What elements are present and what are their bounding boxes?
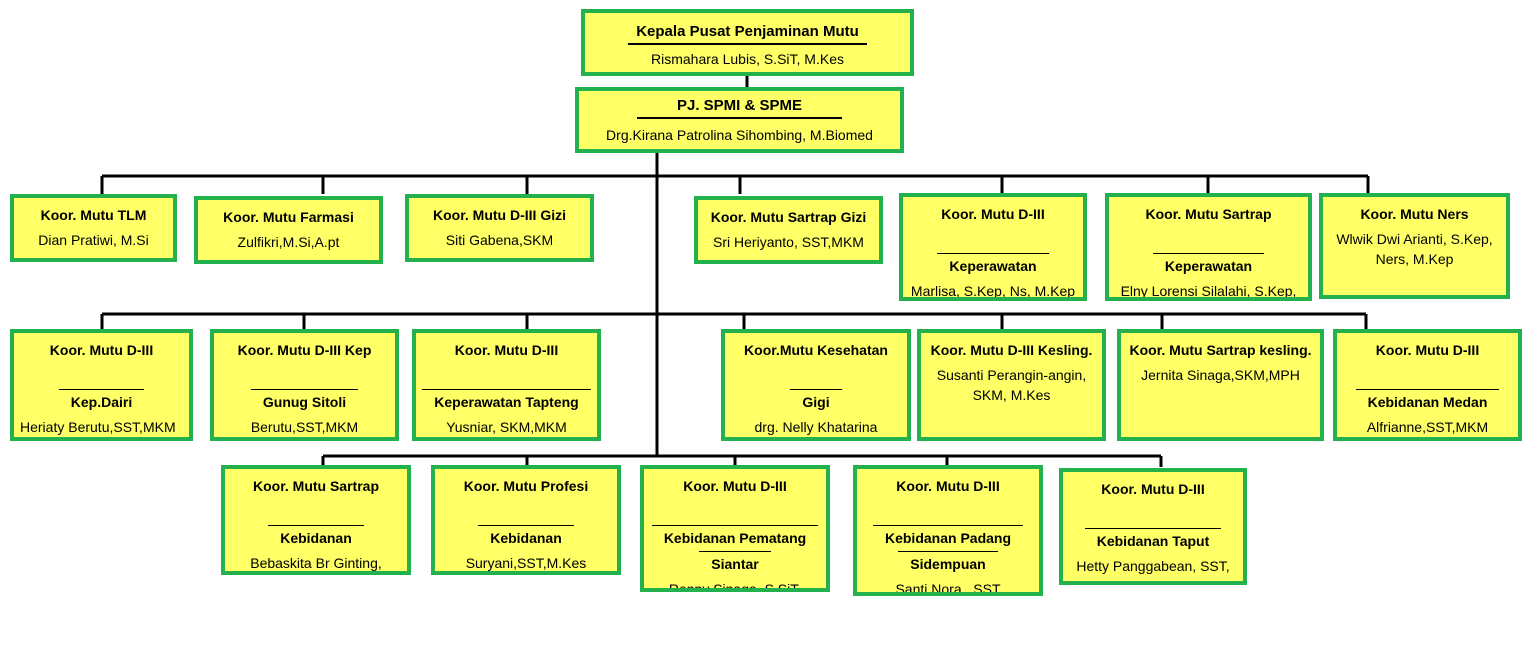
coordinator-name: Wlwik Dwi Arianti, S.Kep, Ners, M.Kep <box>1336 231 1493 267</box>
title-line-2: Gunug Sitoli <box>250 389 359 414</box>
coordinator-name: Hetty Panggabean, SST, M.H <box>1076 558 1230 581</box>
coordinator-title: Koor. Mutu Ners <box>1323 201 1506 227</box>
coordinator-name: Zulfikri,M.Si,A.pt <box>237 234 340 250</box>
row1-box-1: Koor. Mutu TLM Dian Pratiwi, M.Si <box>10 194 177 262</box>
coordinator-title: Koor. Mutu D-III Kesling. <box>921 337 1102 363</box>
title-line-2: Gigi <box>790 389 842 414</box>
coordinator-name: Marlisa, S.Kep, Ns, M.Kep <box>910 283 1076 299</box>
coordinator-name: Susanti Perangin-angin, SKM, M.Kes <box>936 367 1087 403</box>
coordinator-name: drg. Nelly Khatarina Manurung, M.Kes <box>754 419 878 435</box>
coordinator-title: Koor. Mutu Sartrap kesling. <box>1121 337 1320 363</box>
head-title: Kepala Pusat Penjaminan Mutu <box>628 21 867 45</box>
pj-box: PJ. SPMI & SPME Drg.Kirana Patrolina Sih… <box>575 87 904 153</box>
title-line-1: Koor. Mutu Sartrap kesling. <box>1129 342 1312 358</box>
title-line-1: Koor. Mutu D-III <box>941 206 1045 222</box>
coordinator-name: Renny Sinaga, S.SiT, M.Kes <box>668 581 802 592</box>
head-name: Rismahara Lubis, S.SiT, M.Kes <box>651 51 844 67</box>
title-line-2: Keperawatan <box>1152 253 1265 278</box>
coordinator-title: Koor. Mutu Farmasi <box>198 204 379 230</box>
row2-box-6: Koor. Mutu Sartrap kesling. Jernita Sinag… <box>1117 329 1324 441</box>
coordinator-title: Koor. Mutu D-III Gizi <box>409 202 590 228</box>
title-line-1: Koor. Mutu Ners <box>1360 206 1469 222</box>
coordinator-title: Koor. Mutu D-III Kep.Dairi <box>14 337 189 415</box>
title-line-2: Kebidanan Taput <box>1084 528 1222 553</box>
title-line-2: Keperawatan Tapteng <box>422 389 591 414</box>
coordinator-name: Alfrianne,SST,MKM <box>1366 419 1489 435</box>
title-line-3: Siantar <box>699 551 771 576</box>
title-line-1: Koor. Mutu D-III <box>683 478 787 494</box>
title-line-1: Koor.Mutu Kesehatan <box>744 342 888 358</box>
title-line-1: Koor. Mutu D-III <box>454 342 559 358</box>
title-line-1: Koor. Mutu Sartrap <box>1145 206 1272 222</box>
pj-title: PJ. SPMI & SPME <box>636 95 843 119</box>
coordinator-name: Siti Gabena,SKM <box>445 232 554 248</box>
coordinator-name: Heriaty Berutu,SST,MKM <box>20 419 176 435</box>
title-line-1: Koor. Mutu D-III Kesling. <box>930 342 1093 358</box>
title-line-1: Koor. Mutu D-III <box>896 478 1000 494</box>
title-line-1: Koor. Mutu Profesi <box>463 478 589 494</box>
title-line-2: Kebidanan Medan <box>1355 389 1500 414</box>
title-line-1: Koor. Mutu D-III Kep <box>237 342 372 358</box>
coordinator-name: Yusniar, SKM,MKM <box>446 419 567 435</box>
coordinator-title: Koor. Mutu D-III Kebidanan Taput <box>1063 476 1243 554</box>
row2-box-5: Koor. Mutu D-III Kesling. Susanti Perangi… <box>917 329 1106 441</box>
head-box: Kepala Pusat Penjaminan Mutu Rismahara L… <box>581 9 914 76</box>
coordinator-title: Koor. Mutu TLM <box>14 202 173 228</box>
coordinator-name: Suryani,SST,M.Kes <box>465 555 587 571</box>
title-line-1: Koor. Mutu Sartrap Gizi <box>710 209 867 225</box>
title-line-3: Sidempuan <box>898 551 998 576</box>
title-line-2: Kep.Dairi <box>58 389 145 414</box>
title-line-2: Kebidanan <box>268 525 364 550</box>
title-line-2: Kebidanan <box>478 525 574 550</box>
title-line-1: Koor. Mutu D-III <box>1375 342 1480 358</box>
title-line-1: Koor. Mutu D-III <box>49 342 154 358</box>
title-line-1: Koor. Mutu D-III Gizi <box>433 207 566 223</box>
coordinator-title: Koor. Mutu Sartrap Gizi <box>698 204 879 230</box>
coordinator-title: Koor. Mutu D-III Kebidanan Medan <box>1337 337 1518 415</box>
coordinator-name: Berutu,SST,MKM <box>250 419 359 435</box>
coordinator-name: Bebaskita Br Ginting, S.SiT,MPH <box>250 555 382 571</box>
coordinator-name: Elny Lorensi Silalahi, S.Kep, Ners, M.Ke… <box>1120 283 1297 299</box>
title-line-2: Kebidanan Padang <box>872 525 1024 550</box>
coordinator-name: Jernita Sinaga,SKM,MPH <box>1141 367 1300 383</box>
title-line-1: Koor. Mutu TLM <box>40 207 147 223</box>
title-line-1: Koor. Mutu Farmasi <box>223 209 354 225</box>
title-line-2: Keperawatan <box>937 253 1049 278</box>
coordinator-name: Dian Pratiwi, M.Si <box>38 232 149 248</box>
pj-name: Drg.Kirana Patrolina Sihombing, M.Biomed <box>606 127 873 143</box>
coordinator-title: Koor. Mutu D-III Keperawatan <box>903 201 1083 279</box>
title-line-1: Koor. Mutu D-III <box>1101 481 1205 497</box>
coordinator-name: Santi Nora , SST <box>895 581 1001 596</box>
title-line-1: Koor. Mutu Sartrap <box>252 478 379 494</box>
coordinator-title: Koor. Mutu D-III Keperawatan Tapteng <box>416 337 597 415</box>
coordinator-name: Sri Heriyanto, SST,MKM <box>713 234 864 250</box>
title-line-2: Kebidanan Pematang <box>651 525 819 550</box>
